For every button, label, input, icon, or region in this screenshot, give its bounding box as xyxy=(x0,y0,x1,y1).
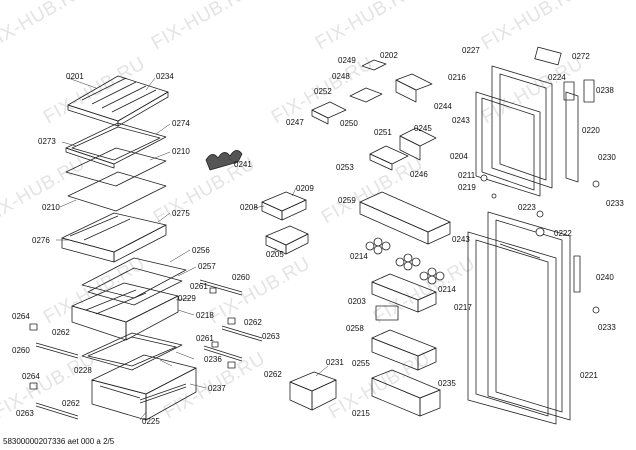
part-label: 0233 xyxy=(606,199,624,208)
part-label: 0202 xyxy=(380,51,398,60)
part-label: 0261 xyxy=(196,334,214,343)
part-label: 0223 xyxy=(518,203,536,212)
egg-holder-part xyxy=(205,150,243,171)
part-label: 0210 xyxy=(172,147,190,156)
lower-tray-part xyxy=(81,332,183,371)
part-label: 0221 xyxy=(580,371,598,380)
box-part xyxy=(289,371,337,411)
fridge-door-part xyxy=(467,211,581,425)
part-label: 0227 xyxy=(462,46,480,55)
part-label: 0258 xyxy=(346,324,364,333)
shelf-cover-part xyxy=(67,75,169,127)
part-label: 0259 xyxy=(338,196,356,205)
screw-part xyxy=(480,174,600,314)
glass-shelf-frame-part xyxy=(65,122,167,169)
part-label: 0238 xyxy=(596,86,614,95)
part-label: 0219 xyxy=(458,183,476,192)
part-label: 0205 xyxy=(266,250,284,259)
leader-lines xyxy=(56,77,329,421)
part-label: 0276 xyxy=(32,236,50,245)
part-label: 0251 xyxy=(374,128,392,137)
part-label: 0204 xyxy=(450,152,468,161)
part-label: 0225 xyxy=(142,417,160,426)
part-label: 0214 xyxy=(350,252,368,261)
part-label: 0235 xyxy=(438,379,456,388)
part-label: 0263 xyxy=(16,409,34,418)
part-label: 0249 xyxy=(338,56,356,65)
part-label: 0231 xyxy=(326,358,344,367)
part-label: 0230 xyxy=(598,153,616,162)
part-label: 0273 xyxy=(38,137,56,146)
freezer-door-part xyxy=(475,46,595,197)
part-label: 0275 xyxy=(172,209,190,218)
small-tray-part xyxy=(261,191,309,255)
part-label: 0229 xyxy=(178,294,196,303)
part-label: 0203 xyxy=(348,297,366,306)
part-label: 0240 xyxy=(596,273,614,282)
drawer-frame-part xyxy=(61,212,167,263)
drawer-rail-part xyxy=(35,279,263,420)
part-label: 0237 xyxy=(208,384,226,393)
part-label: 0264 xyxy=(22,372,40,381)
part-label: 0257 xyxy=(198,262,216,271)
part-label: 0228 xyxy=(74,366,92,375)
part-label: 0262 xyxy=(52,328,70,337)
diagram-reference-footer: 58300000207336 aet 000 a 2/5 xyxy=(3,437,115,446)
part-label: 0264 xyxy=(12,312,30,321)
part-label: 0236 xyxy=(204,355,222,364)
part-label: 0243 xyxy=(452,116,470,125)
part-label: 0217 xyxy=(454,303,472,312)
glass-shelf-part xyxy=(65,147,167,212)
part-label: 0244 xyxy=(434,102,452,111)
part-label: 0243 xyxy=(452,235,470,244)
part-label: 0222 xyxy=(554,229,572,238)
part-label: 0210 xyxy=(42,203,60,212)
crisper-cover-part xyxy=(81,257,187,306)
part-label: 0218 xyxy=(196,311,214,320)
part-label: 0247 xyxy=(286,118,304,127)
part-label: 0263 xyxy=(262,332,280,341)
part-label: 0215 xyxy=(352,409,370,418)
part-label: 0253 xyxy=(336,163,354,172)
part-label: 0250 xyxy=(340,119,358,128)
part-label: 0201 xyxy=(66,72,84,81)
part-label: 0260 xyxy=(12,346,30,355)
part-label: 0262 xyxy=(62,399,80,408)
part-label: 0248 xyxy=(332,72,350,81)
part-label: 0220 xyxy=(582,126,600,135)
part-label: 0233 xyxy=(598,323,616,332)
part-label: 0234 xyxy=(156,72,174,81)
lower-drawer-part xyxy=(91,354,197,421)
part-label: 0211 xyxy=(458,171,476,180)
part-label: 0208 xyxy=(240,203,258,212)
part-label: 0274 xyxy=(172,119,190,128)
part-label: 0245 xyxy=(414,124,432,133)
part-label: 0241 xyxy=(234,160,252,169)
crisper-drawer-part xyxy=(71,282,179,341)
part-label: 0272 xyxy=(572,52,590,61)
part-label: 0216 xyxy=(448,73,466,82)
part-label: 0255 xyxy=(352,359,370,368)
part-label: 0261 xyxy=(190,282,208,291)
part-label: 0224 xyxy=(548,73,566,82)
part-label: 0262 xyxy=(264,370,282,379)
part-label: 0246 xyxy=(410,170,428,179)
part-label: 0260 xyxy=(232,273,250,282)
clip-part xyxy=(29,287,236,390)
door-shelf-parts xyxy=(311,59,451,417)
part-label: 0262 xyxy=(244,318,262,327)
part-label: 0214 xyxy=(438,285,456,294)
part-label: 0252 xyxy=(314,87,332,96)
part-label: 0256 xyxy=(192,246,210,255)
part-label: 0209 xyxy=(296,184,314,193)
egg-tray-part xyxy=(365,237,445,285)
